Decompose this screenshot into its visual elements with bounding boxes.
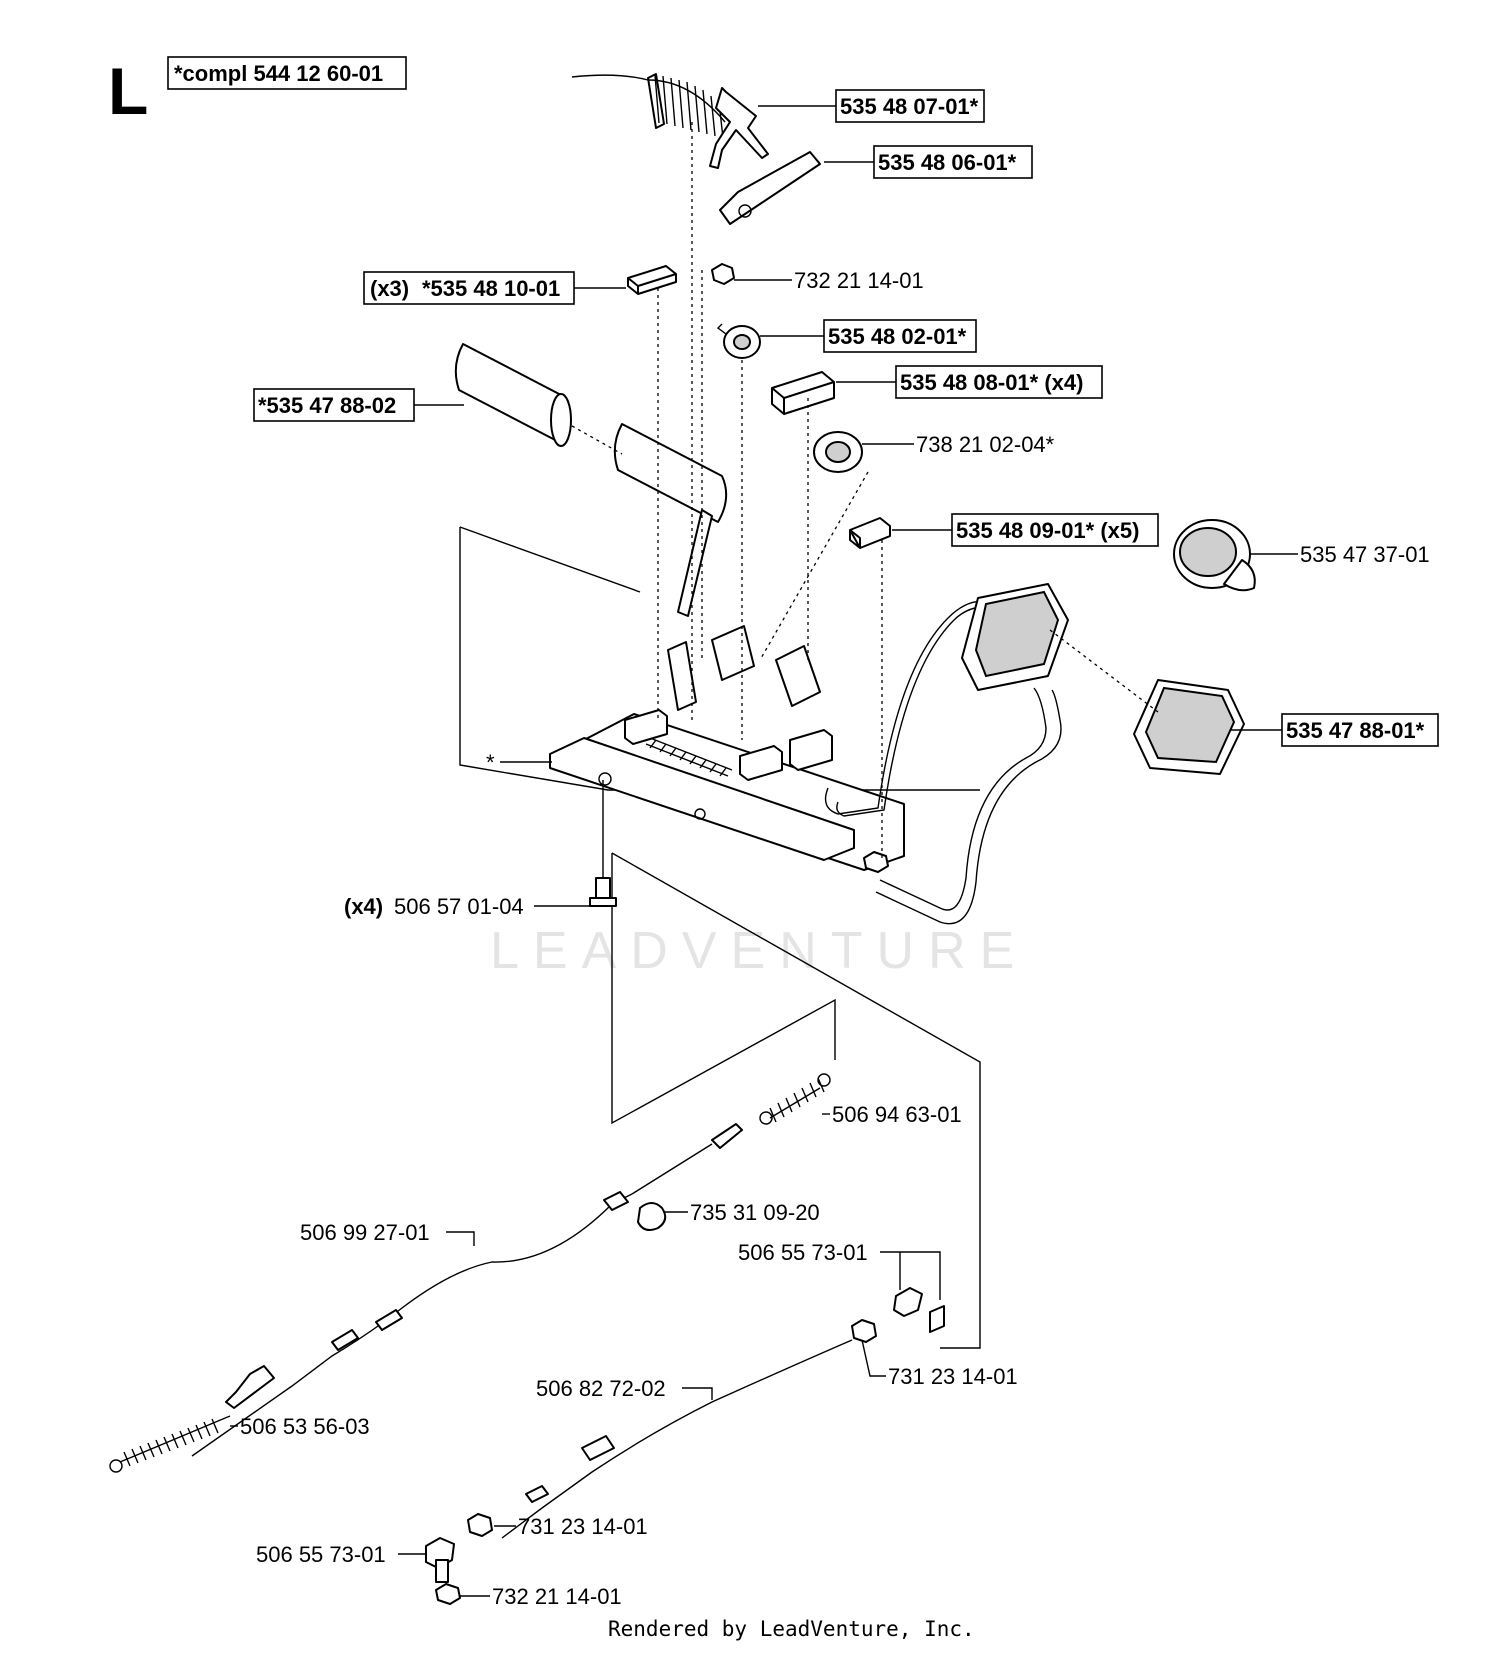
callout-506-55-73-01-right: 506 55 73-01 (738, 1240, 868, 1265)
callout-535-48-08-01: 535 48 08-01* (x4) (900, 370, 1083, 395)
footer-credit: Rendered by LeadVenture, Inc. (608, 1617, 975, 1641)
frame-asterisk-marker: * (486, 750, 495, 775)
spacer-block (627, 265, 677, 295)
drive-rod-lower (879, 687, 1047, 911)
complete-label-box (167, 56, 407, 90)
callout-731-23-14-01-lower: 731 23 14-01 (518, 1514, 648, 1539)
ball-joint-stem (435, 1559, 449, 1583)
callout-506-55-73-01-lower: 506 55 73-01 (256, 1542, 386, 1567)
callout-box (895, 365, 1103, 399)
callout-qty-x3: (x3) (370, 276, 409, 301)
callout-506-82-72-02: 506 82 72-02 (536, 1376, 666, 1401)
lock-nut-right (851, 1319, 877, 1343)
callout-735-31-09-20: 735 31 09-20 (690, 1200, 820, 1225)
callout-box (835, 89, 985, 123)
lock-nut-lower (467, 1513, 493, 1537)
lever-plate (719, 151, 821, 225)
drive-rod-upper (824, 600, 989, 815)
main-return-spring (645, 737, 733, 777)
complete-label: *compl 544 12 60-01 (174, 61, 383, 86)
parts-artwork (109, 73, 1256, 1605)
hex-nut (711, 263, 735, 285)
pivot-lever-mid (711, 625, 755, 681)
pedal-arm (677, 509, 713, 617)
plate-clamp-3 (789, 729, 833, 771)
callout-535-48-07-01: 535 48 07-01* (840, 94, 979, 119)
cable-spring (109, 1415, 231, 1473)
callouts: 535 48 07-01* 535 48 06-01* (x3) *535 48… (240, 89, 1439, 1609)
plate-bolt-nut (863, 851, 889, 873)
top-spring (647, 73, 726, 139)
callout-535-48-02-01: 535 48 02-01* (828, 324, 967, 349)
pedal-cover-rear (613, 423, 728, 523)
callout-535-47-37-01: 535 47 37-01 (1300, 542, 1430, 567)
callout-box (823, 319, 977, 353)
plate-hole (738, 204, 752, 218)
lower-tension-spring (759, 1073, 831, 1125)
plate-clamp-1 (624, 709, 668, 745)
callout-535-47-88-01: 535 47 88-01* (1286, 718, 1425, 743)
callout-box (951, 513, 1159, 547)
callout-732-21-14-01-lower: 732 21 14-01 (492, 1584, 622, 1609)
frame-outline-right (611, 852, 981, 1349)
clamp-block (771, 371, 835, 415)
callout-box (1281, 713, 1439, 747)
callout-box (873, 145, 1033, 179)
callout-qty-x4: (x4) (344, 894, 383, 919)
ball-joint-stud-right (929, 1305, 945, 1333)
pivot-lever-left (667, 641, 697, 711)
callout-731-23-14-01-right: 731 23 14-01 (888, 1364, 1018, 1389)
base-channel (549, 737, 855, 861)
callout-738-21-02-04: 738 21 02-04* (916, 432, 1055, 457)
lower-hex-nut (435, 1583, 461, 1605)
callout-535-48-06-01: 535 48 06-01* (878, 150, 1017, 175)
callout-535-48-09-01: 535 48 09-01* (x5) (956, 518, 1139, 543)
spring-bracket (709, 87, 769, 169)
section-letter: L (108, 54, 148, 128)
callout-506-99-27-01: 506 99 27-01 (300, 1220, 430, 1245)
frame-outline-lower (611, 853, 836, 1125)
retaining-clip (849, 517, 891, 549)
brake-cable (501, 1339, 853, 1539)
callout-535-48-10-01: *535 48 10-01 (422, 276, 560, 301)
callout-box (253, 388, 415, 422)
plate-clamp-2 (739, 745, 783, 781)
callout-535-47-88-02: *535 47 88-02 (258, 393, 396, 418)
callout-506-57-01-04: 506 57 01-04 (394, 894, 524, 919)
callout-box (363, 271, 575, 305)
pivot-lever-right (775, 645, 821, 707)
frame-edge (459, 526, 641, 593)
leader-lines (230, 105, 1298, 1597)
watermark: LEADVENTURE (490, 922, 1028, 980)
callout-506-53-56-03: 506 53 56-03 (240, 1414, 370, 1439)
callout-732-21-14-01-upper: 732 21 14-01 (794, 268, 924, 293)
spring-wire (571, 74, 649, 81)
ball-joint-right (893, 1287, 923, 1317)
hex-bolt (589, 877, 617, 907)
e-clip (637, 1202, 667, 1231)
callout-506-94-63-01: 506 94 63-01 (832, 1102, 962, 1127)
clutch-cable (191, 1123, 743, 1457)
